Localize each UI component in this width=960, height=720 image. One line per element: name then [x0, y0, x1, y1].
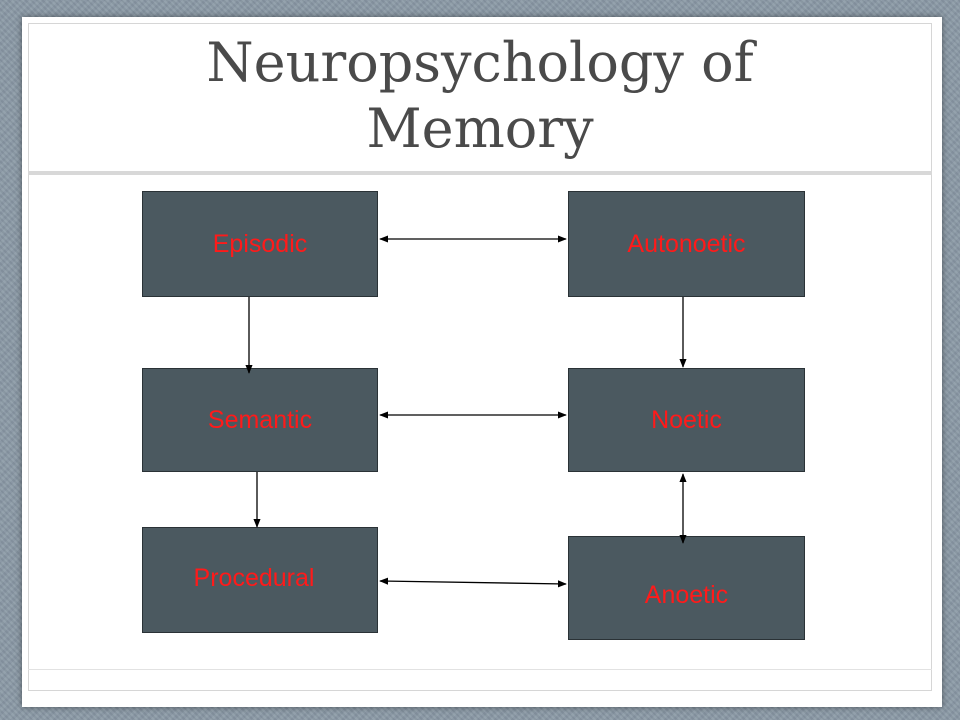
node-anoetic: Anoetic — [568, 536, 805, 640]
node-label-autonoetic: Autonoetic — [627, 229, 746, 258]
node-procedural: Procedural — [142, 527, 378, 633]
node-label-episodic: Episodic — [212, 229, 308, 258]
node-autonoetic: Autonoetic — [568, 191, 805, 297]
node-noetic: Noetic — [568, 368, 805, 472]
slide-title: Neuropsychology of Memory — [206, 31, 754, 160]
title-divider — [28, 171, 932, 175]
node-label-semantic: Semantic — [207, 405, 313, 434]
node-semantic: Semantic — [142, 368, 378, 472]
node-label-anoetic: Anoetic — [644, 580, 729, 609]
node-label-procedural: Procedural — [193, 563, 315, 592]
footer-divider — [28, 669, 932, 670]
node-label-noetic: Noetic — [651, 405, 722, 434]
node-episodic: Episodic — [142, 191, 378, 297]
